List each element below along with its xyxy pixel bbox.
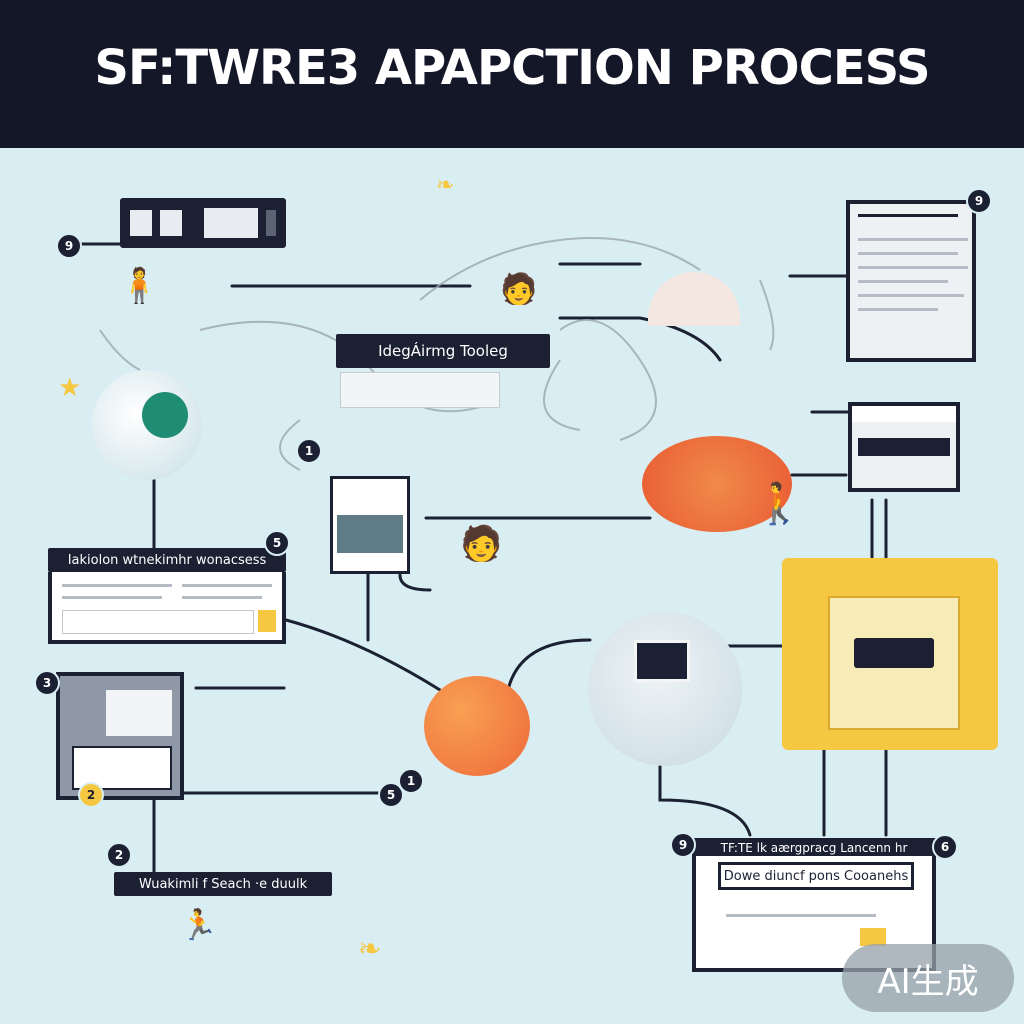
leaf-icon: ❧ [436,172,455,197]
text-line [726,914,876,917]
person-icon: 🧍 [118,267,161,305]
person-icon: 🧑 [460,525,503,563]
step-badge: 5 [378,782,404,808]
step-badge: 9 [670,832,696,858]
person-icon: 🧑 [500,273,538,306]
star-icon: ★ [58,372,82,402]
spec-document-window [846,200,976,362]
accent-chip [258,610,276,632]
search-label: Wuakimli f Seach ·e duulk [114,872,332,896]
header-banner: SF:TWRE3 APAPCTION PROCESS [0,0,1024,148]
table-strip [62,610,254,634]
text-line [182,584,272,587]
text-line [62,584,172,587]
launch-sub-bar: Dowe diuncf pons Cooanehs [718,862,914,890]
toolbar-slot [266,210,276,236]
text-line [858,308,938,311]
step-badge: 2 [106,842,132,868]
text-line [858,214,958,217]
ideation-tools-label: IdegÁirmg Tooleg [336,334,550,368]
monitor-screen [337,515,403,553]
monitor-screen [106,690,172,736]
workspace-monitor [56,672,184,800]
deployment-screen [828,596,960,730]
center-monitor [330,476,410,574]
step-badge: 9 [56,233,82,259]
person-icon: 🏃 [180,909,218,942]
text-line [858,280,948,283]
step-badge: 1 [296,438,322,464]
page-title: SF:TWRE3 APAPCTION PROCESS [94,40,930,96]
left-panel-title: Iakiolon wtnekimhr wonacsess [48,548,286,572]
step-badge: 2 [78,782,104,808]
text-line [858,266,968,269]
development-orb [424,676,530,776]
testing-orb [588,612,742,766]
device-icon [854,638,934,668]
team-orb [642,436,792,532]
toolbar-slot [204,208,258,238]
text-line [858,294,964,297]
window-bar [858,438,950,456]
step-badge: 6 [932,834,958,860]
left-panel-window [48,572,286,644]
step-badge: 5 [264,530,290,556]
bottom-box-title: TF:TE lk aærgpracg Lancenn hr [692,838,936,858]
toolbar-slot [130,210,152,236]
toolbar-slot [160,210,182,236]
review-window [848,402,960,492]
ideation-sub-card [340,372,500,408]
launch-action-chip [860,928,886,946]
step-badge: 9 [966,188,992,214]
step-badge: 3 [34,670,60,696]
toolbar-panel [120,198,286,248]
leaf-icon: ❧ [358,933,382,964]
window-topbar [852,406,956,422]
ai-generated-watermark: AI生成 [842,944,1014,1012]
planning-orb-accent [142,392,188,438]
deployment-box [782,558,998,750]
text-line [858,238,968,241]
text-line [62,596,162,599]
text-line [182,596,262,599]
testing-monitor [634,640,690,682]
person-icon: 🚶 [754,482,804,526]
text-line [858,252,958,255]
